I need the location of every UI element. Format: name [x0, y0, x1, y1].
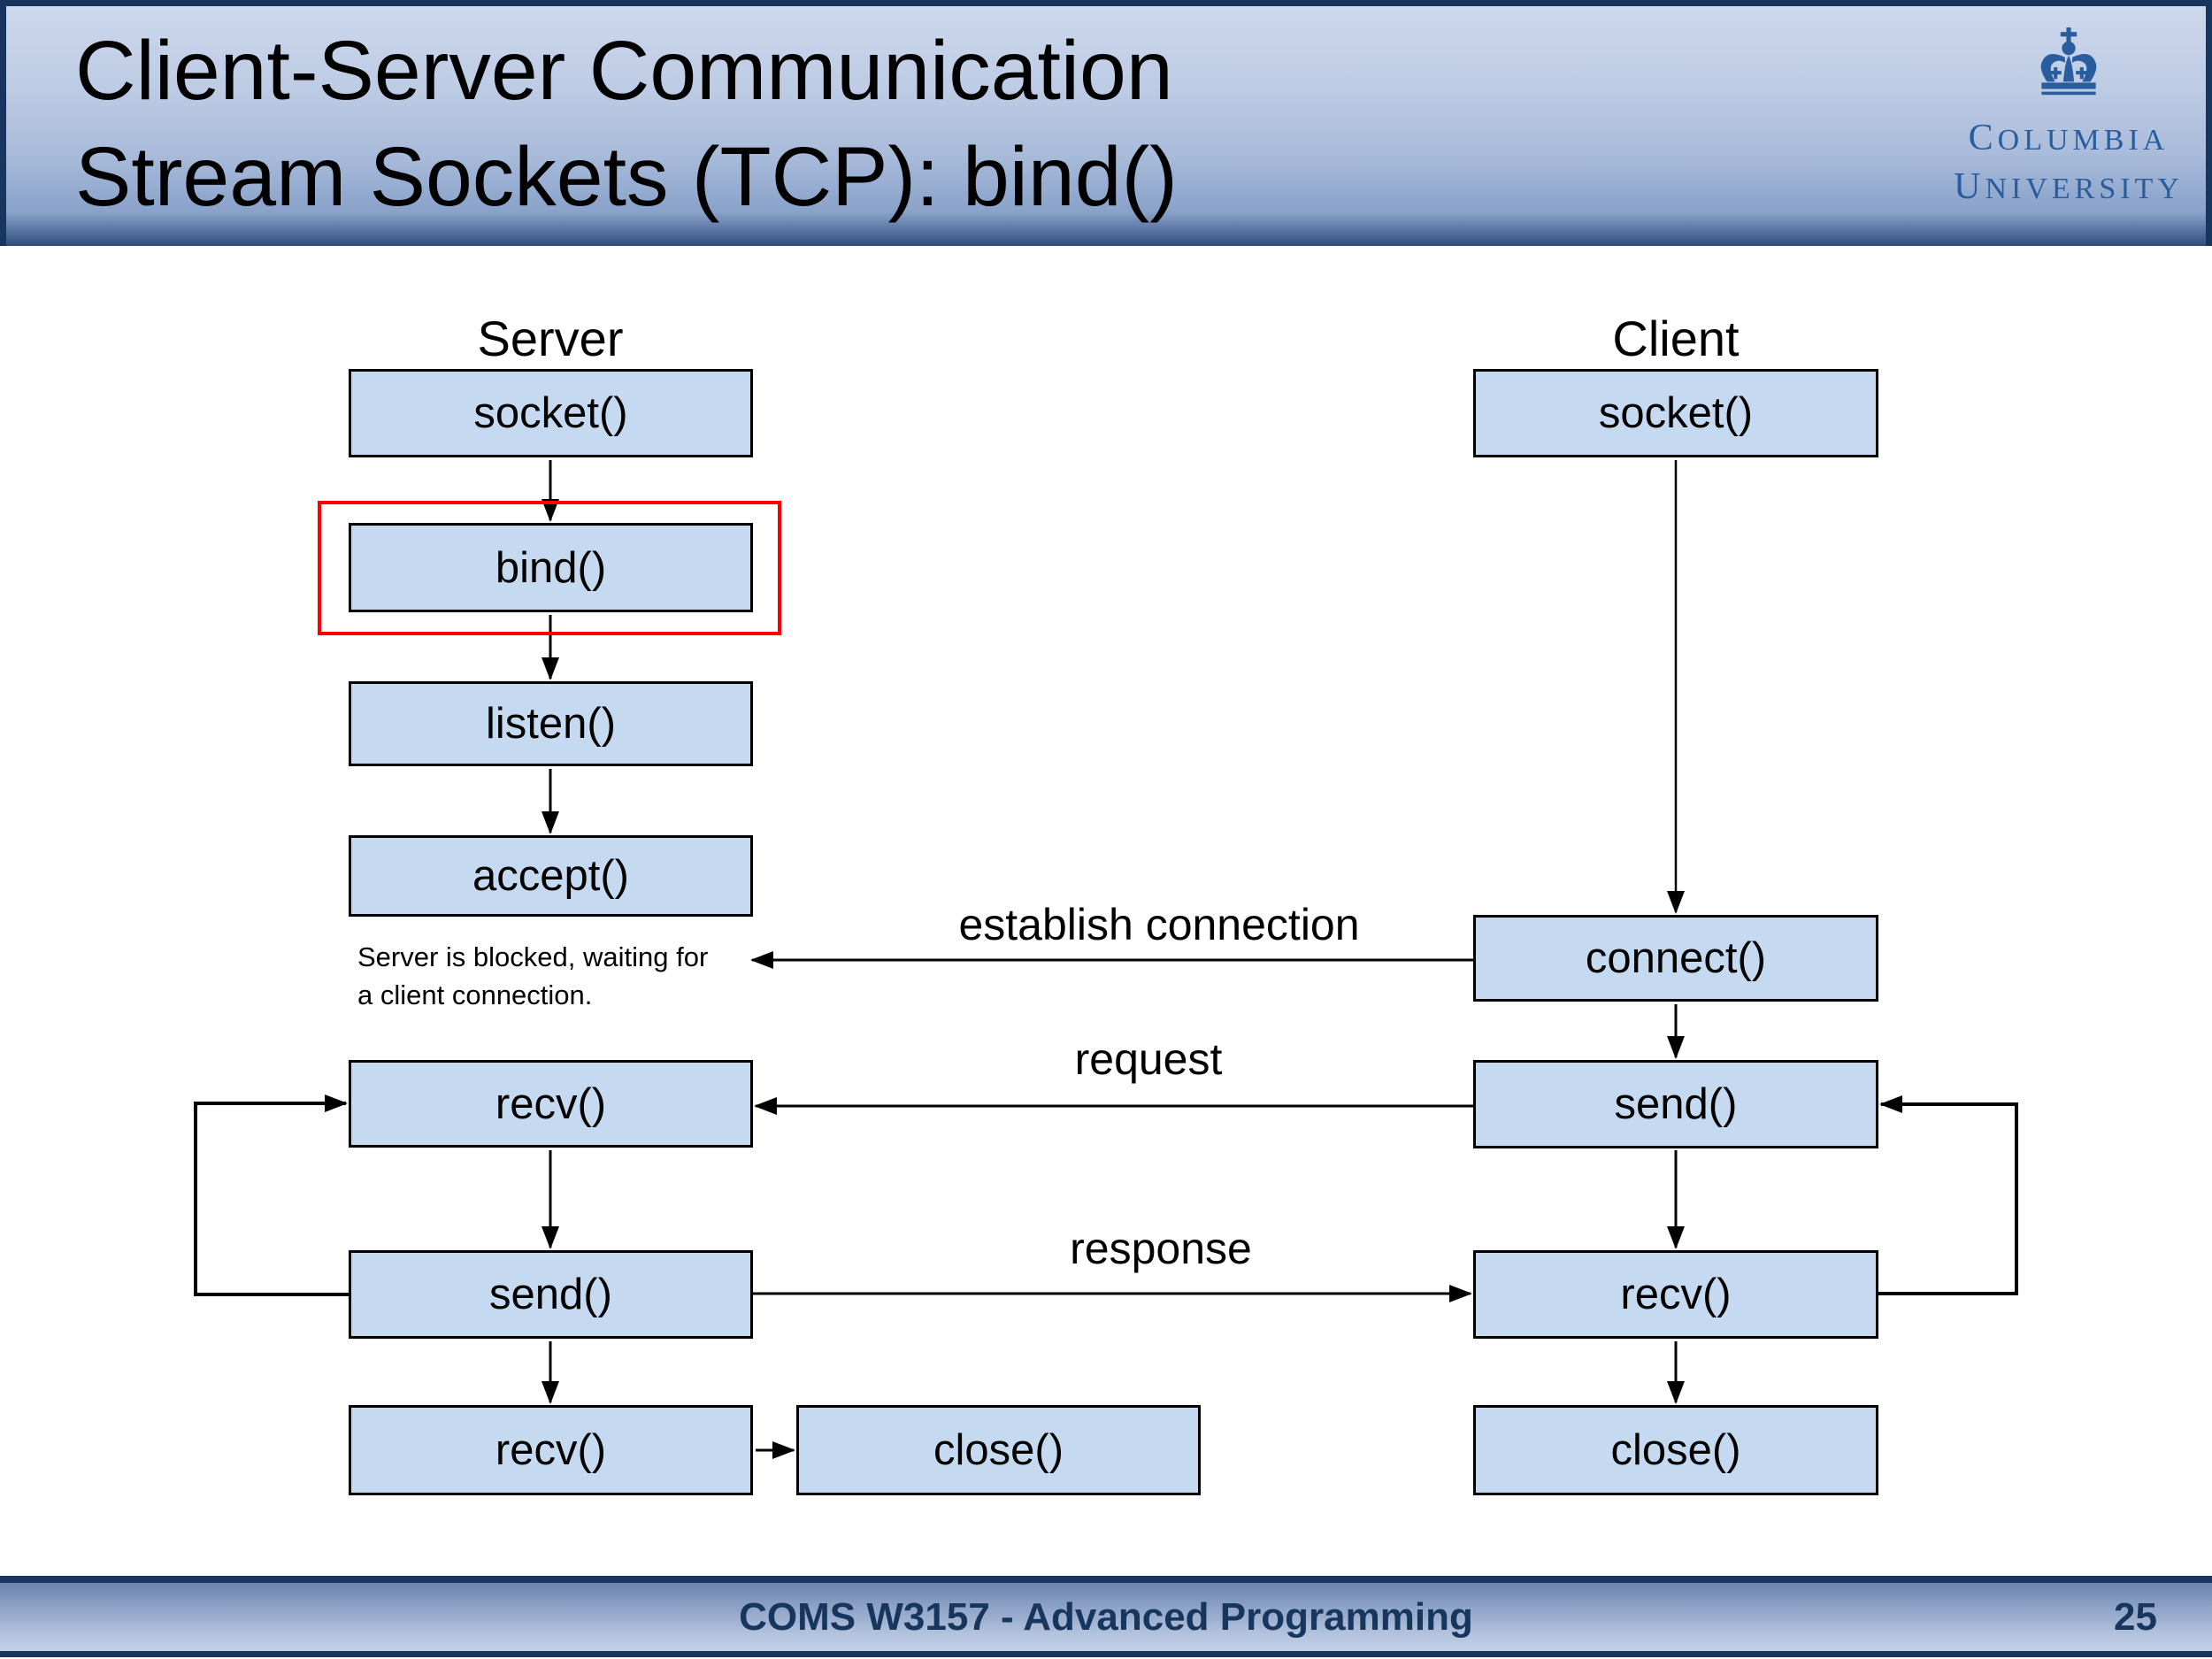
columbia-logo: COLUMBIA UNIVERSITY [1949, 26, 2188, 212]
server-listen-box: listen() [349, 681, 753, 766]
client-socket-box: socket() [1473, 369, 1878, 457]
server-listen-label: listen() [485, 700, 617, 748]
client-column-heading: Client [1612, 311, 1740, 366]
header-banner: Client-Server Communication Stream Socke… [0, 0, 2212, 246]
establish-connection-label: establish connection [958, 900, 1360, 949]
arrow-client-loop [1878, 1095, 2018, 1295]
slide-page-number: 25 [2114, 1594, 2157, 1639]
server-close-label: close() [933, 1426, 1064, 1474]
client-connect-label: connect() [1585, 934, 1767, 982]
server-bind-label: bind() [495, 543, 607, 592]
footer-course-title: COMS W3157 - Advanced Programming [739, 1594, 1473, 1639]
arrow-server-loop [194, 1094, 349, 1296]
logo-text-columbia: COLUMBIA [1968, 118, 2170, 158]
server-blocked-note-line-1: Server is blocked, waiting for [357, 941, 709, 972]
server-recv2-label: recv() [495, 1426, 607, 1474]
server-accept-label: accept() [472, 852, 629, 900]
server-column-heading: Server [477, 311, 624, 366]
slide-title-line-1: Client-Server Communication [75, 24, 1173, 118]
client-send-box: send() [1473, 1060, 1878, 1148]
slide-title-line-2: Stream Sockets (TCP): bind() [75, 129, 1178, 224]
server-recv-label: recv() [495, 1079, 607, 1128]
server-socket-box: socket() [349, 369, 753, 457]
server-socket-label: socket() [473, 389, 628, 437]
server-bind-box: bind() [349, 523, 753, 612]
server-blocked-note: Server is blocked, waiting for a client … [357, 938, 708, 1015]
server-recv-box: recv() [349, 1060, 753, 1148]
server-send-label: send() [489, 1271, 612, 1318]
server-accept-box: accept() [349, 835, 753, 917]
logo-text-university: UNIVERSITY [1954, 166, 2184, 208]
request-label: request [1074, 1034, 1223, 1084]
client-connect-box: connect() [1473, 915, 1878, 1002]
server-recv2-box: recv() [349, 1405, 753, 1495]
client-close-label: close() [1610, 1426, 1741, 1474]
client-recv-box: recv() [1473, 1250, 1878, 1339]
footer-top-rule [0, 1576, 2212, 1583]
server-blocked-note-line-2: a client connection. [357, 979, 593, 1011]
server-send-box: send() [349, 1250, 753, 1339]
bind-highlight-rectangle [318, 501, 781, 635]
footer-bottom-rule [0, 1651, 2212, 1657]
crown-icon [2040, 27, 2097, 96]
client-recv-label: recv() [1620, 1271, 1732, 1318]
response-label: response [1070, 1224, 1252, 1273]
server-close-box: close() [796, 1405, 1201, 1495]
client-close-box: close() [1473, 1405, 1878, 1495]
footer-bar: COMS W3157 - Advanced Programming [0, 1583, 2212, 1651]
client-socket-label: socket() [1598, 389, 1754, 437]
client-send-label: send() [1614, 1080, 1738, 1128]
slide-title: Client-Server Communication Stream Socke… [75, 19, 1178, 230]
